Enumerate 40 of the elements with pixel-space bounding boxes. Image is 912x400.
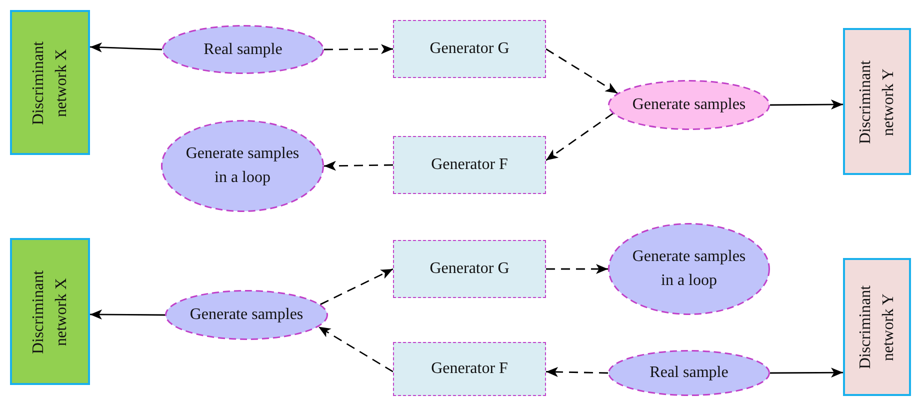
node-label: Generator F	[430, 359, 509, 379]
arrow	[770, 100, 843, 110]
node-label: Generate samples	[188, 305, 304, 325]
arrow	[318, 326, 394, 372]
ellipse-node	[161, 120, 324, 212]
node-label: Real sample	[202, 40, 284, 60]
ellipse-node	[608, 80, 770, 130]
node-label: Generate samples in a loop	[184, 144, 300, 188]
ellipse-node	[608, 223, 770, 315]
node-label: Discriminant network X	[28, 268, 71, 356]
ellipse-node	[162, 25, 324, 74]
ellipse-node	[608, 350, 770, 396]
arrow	[320, 268, 394, 306]
arrow	[324, 160, 393, 171]
generator-box	[393, 240, 546, 298]
node-label: Generator F	[430, 155, 509, 175]
arrow	[770, 368, 843, 378]
ellipse-node	[165, 290, 328, 340]
generator-box	[393, 136, 546, 194]
arrow	[546, 366, 608, 377]
discriminator-box	[10, 238, 90, 385]
node-label: Discriminant network Y	[856, 284, 898, 371]
node-label: Discriminant network Y	[856, 58, 898, 146]
node-label: Generate samples in a loop	[631, 247, 747, 291]
node-label: Generator G	[428, 259, 510, 279]
node-label: Real sample	[648, 363, 730, 383]
arrow	[90, 310, 165, 320]
arrow	[90, 42, 162, 52]
arrow	[324, 44, 393, 54]
generator-box	[393, 342, 546, 396]
arrow	[546, 264, 608, 274]
discriminator-box	[843, 28, 911, 175]
node-label: Generate samples	[631, 95, 747, 115]
node-label: Discriminant network X	[28, 40, 71, 126]
node-label: Generator G	[428, 39, 510, 59]
discriminator-box	[10, 10, 90, 155]
arrow	[546, 112, 614, 161]
discriminator-box	[843, 258, 911, 396]
arrow	[546, 48, 618, 94]
generator-box	[393, 20, 546, 78]
